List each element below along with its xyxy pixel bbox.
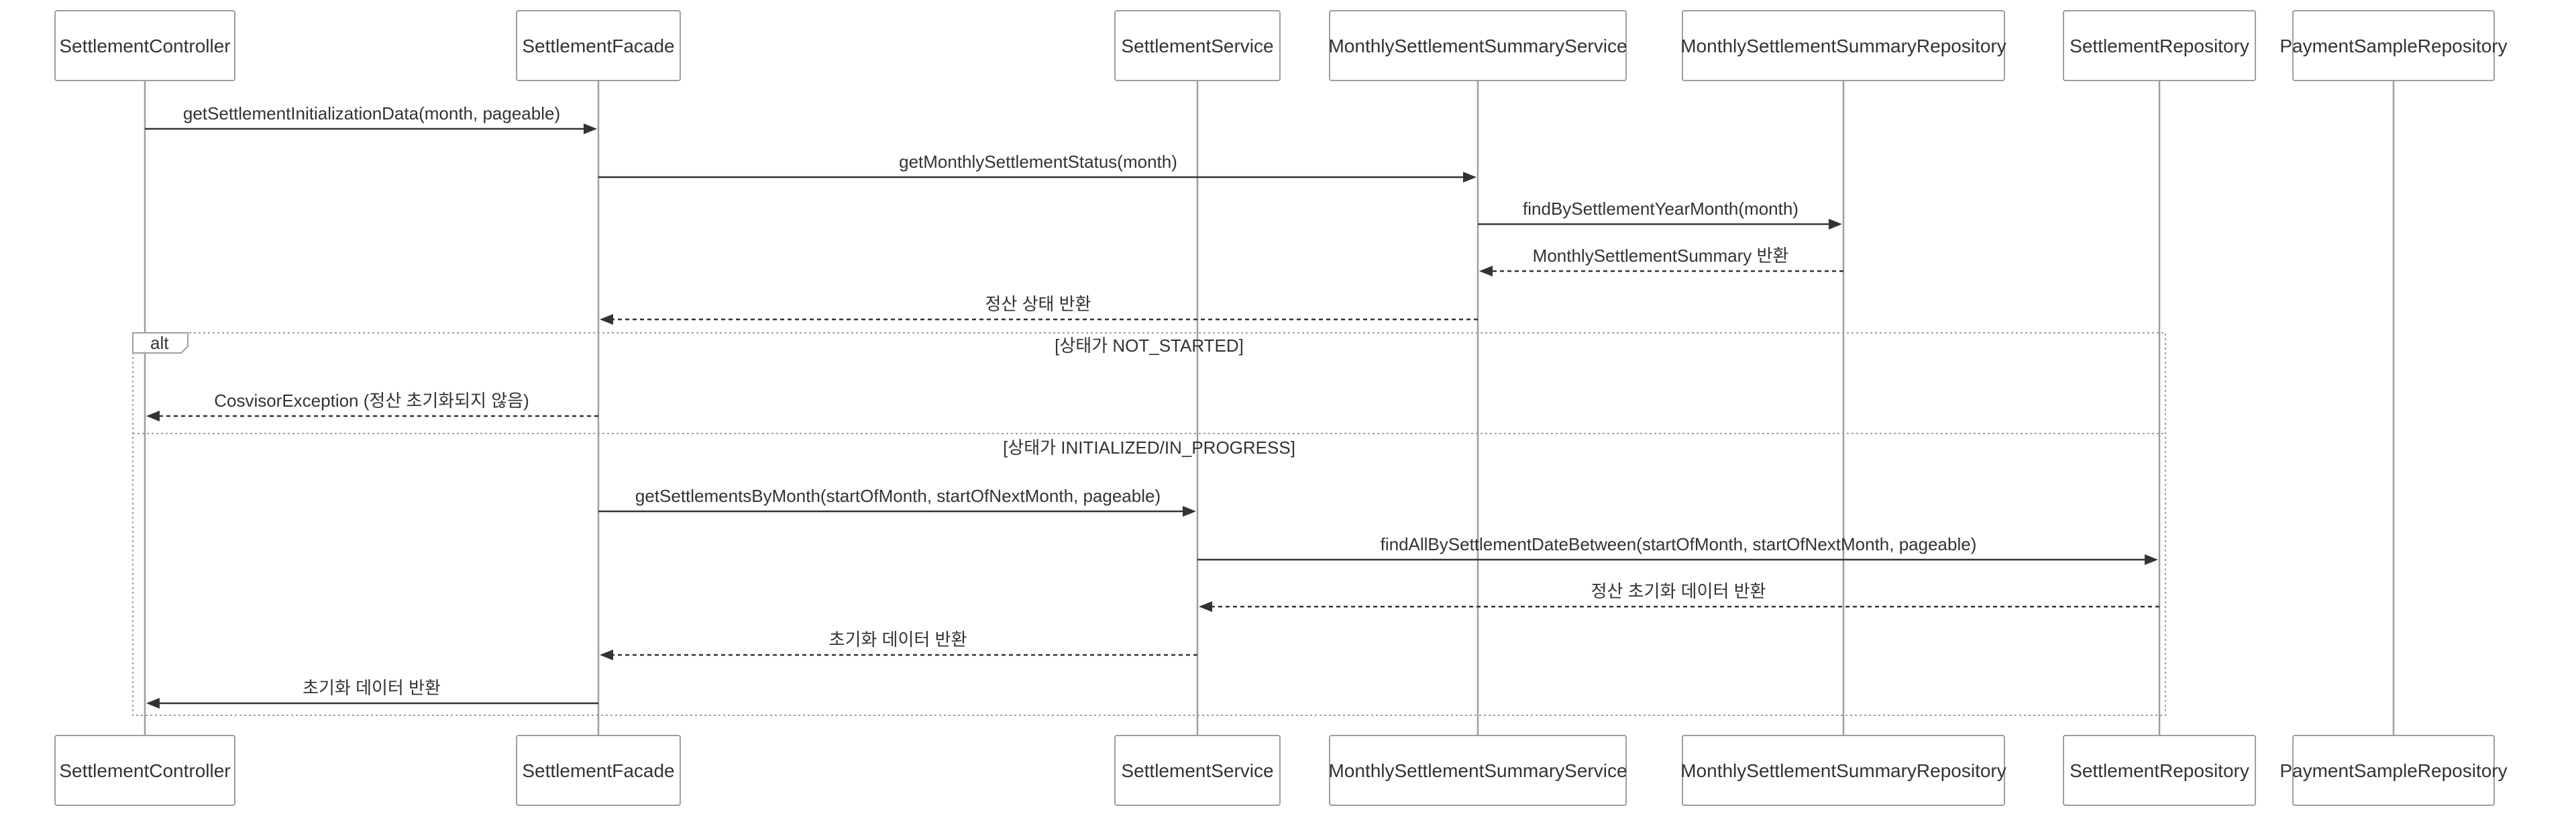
participant-settlement-repository-bottom[interactable]: SettlementRepository xyxy=(2063,735,2256,806)
message-label: 초기화 데이터 반환 xyxy=(829,629,967,650)
message-label: getSettlementInitializationData(month, p… xyxy=(183,103,560,123)
participant-monthly-settlement-summary-service-bottom[interactable]: MonthlySettlementSummaryService xyxy=(1328,735,1627,806)
arrowhead-icon xyxy=(600,314,613,325)
message-5: 정산 상태 반환 xyxy=(600,294,1478,325)
alt-condition-2: [상태가 INITIALIZED/IN_PROGRESS] xyxy=(1003,438,1295,458)
message-2: getMonthlySettlementStatus(month) xyxy=(598,152,1477,183)
participant-label: MonthlySettlementSummaryRepository xyxy=(1680,760,2006,781)
participant-settlement-controller-top[interactable]: SettlementController xyxy=(54,10,235,81)
participant-box xyxy=(516,735,681,806)
message-10: 초기화 데이터 반환 xyxy=(600,629,1197,660)
participant-label: MonthlySettlementSummaryService xyxy=(1328,36,1627,56)
participant-box xyxy=(1682,735,2005,806)
message-3: findBySettlementYearMonth(month) xyxy=(1478,199,1842,230)
participant-label: SettlementRepository xyxy=(2070,36,2249,56)
participant-label: SettlementService xyxy=(1121,760,1273,781)
message-label: getSettlementsByMonth(startOfMonth, star… xyxy=(635,486,1161,506)
participant-box xyxy=(516,10,681,81)
arrowhead-icon xyxy=(2145,554,2158,565)
participant-label: MonthlySettlementSummaryService xyxy=(1328,760,1627,781)
alt-frame xyxy=(132,332,2166,716)
message-label: MonthlySettlementSummary 반환 xyxy=(1533,246,1789,266)
participant-box xyxy=(54,735,235,806)
message-label: getMonthlySettlementStatus(month) xyxy=(899,152,1177,172)
message-label: 정산 상태 반환 xyxy=(985,294,1091,314)
participant-label: SettlementController xyxy=(59,760,230,781)
participant-label: SettlementController xyxy=(59,36,230,56)
participant-settlement-service-top[interactable]: SettlementService xyxy=(1114,10,1281,81)
participant-box xyxy=(1329,10,1627,81)
participant-monthly-settlement-summary-service-top[interactable]: MonthlySettlementSummaryService xyxy=(1328,10,1627,81)
participant-monthly-settlement-summary-repository-top[interactable]: MonthlySettlementSummaryRepository xyxy=(1680,10,2006,81)
message-label: 정산 초기화 데이터 반환 xyxy=(1591,581,1766,601)
arrowhead-icon xyxy=(1829,219,1842,230)
message-11: 초기화 데이터 반환 xyxy=(146,678,598,709)
participant-payment-sample-repository-bottom[interactable]: PaymentSampleRepository xyxy=(2279,735,2508,806)
participant-box xyxy=(2063,735,2256,806)
arrowhead-icon xyxy=(1463,172,1477,183)
participant-box xyxy=(54,10,235,81)
message-8: findAllBySettlementDateBetween(startOfMo… xyxy=(1197,534,2158,565)
participant-label: PaymentSampleRepository xyxy=(2279,760,2507,781)
participant-settlement-facade-top[interactable]: SettlementFacade xyxy=(516,10,681,81)
participant-payment-sample-repository-top[interactable]: PaymentSampleRepository xyxy=(2279,10,2508,81)
participant-settlement-controller-bottom[interactable]: SettlementController xyxy=(54,735,235,806)
message-label: CosvisorException (정산 초기화되지 않음) xyxy=(214,391,529,411)
arrowhead-icon xyxy=(146,698,160,709)
alt-condition-1: [상태가 NOT_STARTED] xyxy=(1055,336,1244,356)
message-9: 정산 초기화 데이터 반환 xyxy=(1199,581,2159,612)
message-7: getSettlementsByMonth(startOfMonth, star… xyxy=(598,486,1196,517)
message-label: 초기화 데이터 반환 xyxy=(303,678,441,698)
arrowhead-icon xyxy=(600,650,613,660)
participant-settlement-facade-bottom[interactable]: SettlementFacade xyxy=(516,735,681,806)
participant-label: MonthlySettlementSummaryRepository xyxy=(1680,36,2006,56)
message-label: findAllBySettlementDateBetween(startOfMo… xyxy=(1381,534,1977,554)
participant-monthly-settlement-summary-repository-bottom[interactable]: MonthlySettlementSummaryRepository xyxy=(1680,735,2006,806)
message-6: CosvisorException (정산 초기화되지 않음) xyxy=(146,391,598,421)
arrowhead-icon xyxy=(146,411,160,421)
alt-frame-tag-label: alt xyxy=(150,333,169,353)
participant-box xyxy=(1682,10,2005,81)
participant-box xyxy=(2292,735,2495,806)
message-4: MonthlySettlementSummary 반환 xyxy=(1479,246,1843,276)
alt-frame-tag xyxy=(132,332,189,354)
participant-box xyxy=(2292,10,2495,81)
message-1: getSettlementInitializationData(month, p… xyxy=(145,103,597,134)
arrowhead-icon xyxy=(1479,266,1493,276)
participant-label: PaymentSampleRepository xyxy=(2279,36,2507,56)
participant-settlement-repository-top[interactable]: SettlementRepository xyxy=(2063,10,2256,81)
participant-box xyxy=(1329,735,1627,806)
participant-label: SettlementFacade xyxy=(522,36,674,56)
participant-label: SettlementRepository xyxy=(2070,760,2249,781)
participant-label: SettlementService xyxy=(1121,36,1273,56)
participant-box xyxy=(1114,10,1281,81)
arrowhead-icon xyxy=(1183,506,1196,517)
participant-box xyxy=(1114,735,1281,806)
arrowhead-icon xyxy=(1199,601,1212,612)
arrowhead-icon xyxy=(584,123,597,134)
participant-label: SettlementFacade xyxy=(522,760,674,781)
message-label: findBySettlementYearMonth(month) xyxy=(1523,199,1799,219)
participant-box xyxy=(2063,10,2256,81)
participant-settlement-service-bottom[interactable]: SettlementService xyxy=(1114,735,1281,806)
